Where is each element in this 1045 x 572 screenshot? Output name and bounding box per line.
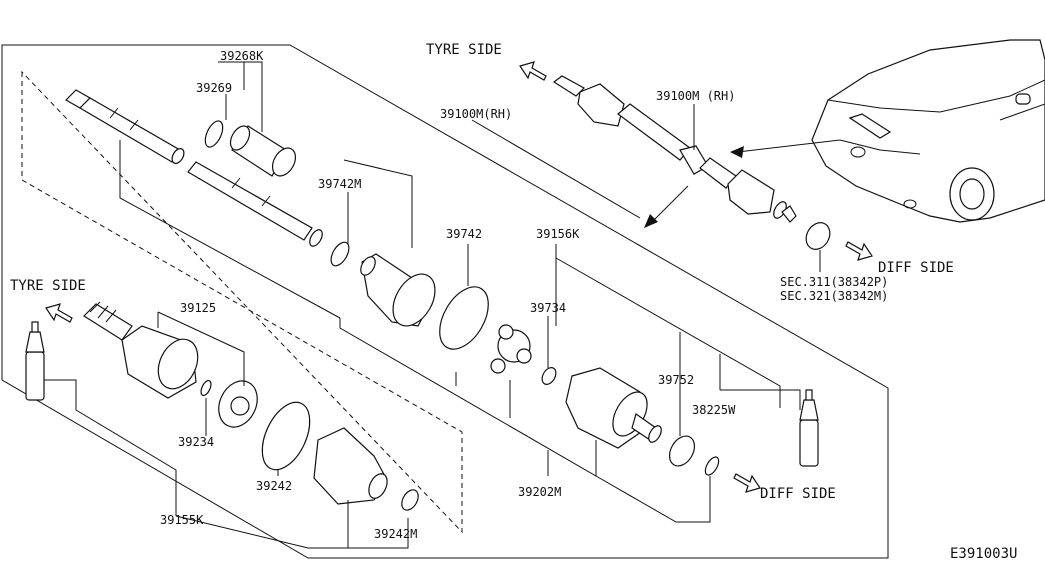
assembled-shaft xyxy=(552,75,797,223)
label-39269: 39269 xyxy=(196,81,232,95)
label-39155K: 39155K xyxy=(160,513,204,527)
label-sec311: SEC.311(38342P) xyxy=(780,275,888,289)
label-39125: 39125 xyxy=(180,301,216,315)
band-39742 xyxy=(439,286,489,350)
ring-39734 xyxy=(541,367,557,385)
housing-39202M xyxy=(565,367,662,449)
grease-tube-left xyxy=(25,321,45,401)
label-39742: 39742 xyxy=(446,227,482,241)
label-39234: 39234 xyxy=(178,435,214,449)
label-39202M: 39202M xyxy=(518,485,561,499)
grease-tube-right xyxy=(799,389,819,467)
dashed-box xyxy=(21,70,463,534)
arrow-icon-tyre-left xyxy=(45,303,73,323)
diagram-frame xyxy=(1,44,889,559)
label-38225W: 38225W xyxy=(692,403,736,417)
label-39156K: 39156K xyxy=(536,227,580,241)
boot-39742 xyxy=(360,253,436,327)
arrow-icon-diff-right xyxy=(845,241,873,261)
inner-race-39125 xyxy=(218,380,258,428)
circlip-39234 xyxy=(200,379,212,397)
label-39100M-main: 39100M(RH) xyxy=(440,107,512,121)
arrow-icon-diff-bottom xyxy=(733,473,761,493)
ring-38225W xyxy=(704,456,720,476)
label-39100M-top: 39100M (RH) xyxy=(656,89,735,103)
seal-sec311 xyxy=(805,222,831,250)
label-39268K: 39268K xyxy=(220,49,264,63)
arrow-icon-car-to-shaft xyxy=(730,139,841,158)
label-39734: 39734 xyxy=(530,301,566,315)
label-sec321: SEC.321(38342M) xyxy=(780,289,888,303)
label-39242: 39242 xyxy=(256,479,292,493)
band-39242 xyxy=(261,401,311,471)
boot-39268K xyxy=(229,125,297,177)
shaft-upper xyxy=(65,89,323,247)
car-front xyxy=(811,39,1045,223)
label-39752: 39752 xyxy=(658,373,694,387)
ring-39269 xyxy=(204,120,224,148)
label-39742M: 39742M xyxy=(318,177,361,191)
tripod-39156K xyxy=(490,324,532,374)
clip-39242M xyxy=(401,489,419,511)
leader-lines xyxy=(44,61,821,549)
label-diff-side-right: DIFF SIDE xyxy=(878,260,954,276)
boot-39242M xyxy=(313,427,388,505)
label-tyre-side-left: TYRE SIDE xyxy=(10,278,86,294)
label-tyre-side-top: TYRE SIDE xyxy=(426,42,502,58)
arrow-icon-shaft-down xyxy=(644,185,689,228)
outer-joint-39155K xyxy=(83,301,199,399)
seal-39752 xyxy=(668,435,696,467)
label-39242M: 39242M xyxy=(374,527,417,541)
clip-39742M xyxy=(330,241,350,267)
arrow-icon-tyre-top xyxy=(519,61,547,81)
label-diff-side-bottom: DIFF SIDE xyxy=(760,486,836,502)
figure-code: E391003U xyxy=(950,546,1017,562)
